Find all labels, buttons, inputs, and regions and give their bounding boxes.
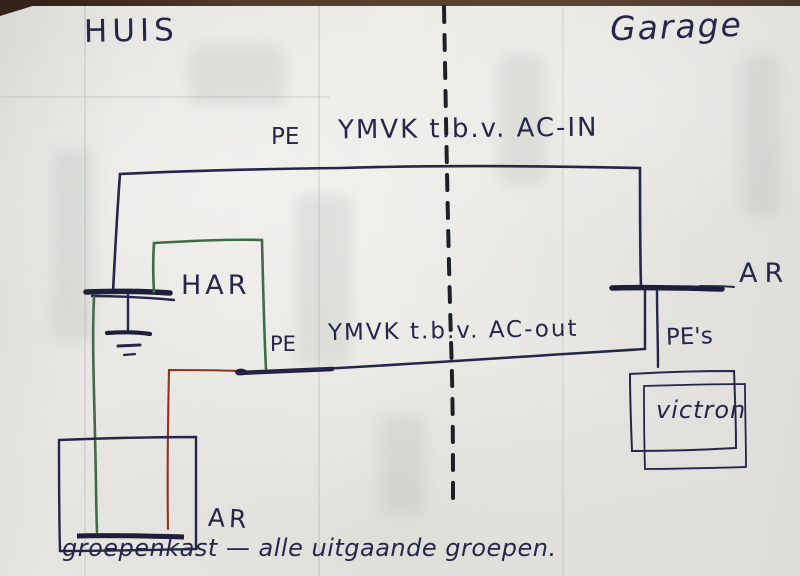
panel-ar-label: AR [207, 502, 252, 535]
showthrough-smudge [380, 415, 425, 515]
garage-pe-drop-wire [655, 289, 660, 369]
table-edge [0, 0, 800, 6]
showthrough-line [318, 0, 320, 576]
red-wire-junction-to-panel [166, 368, 241, 531]
green-pe-wire-har-to-ac-out [151, 238, 268, 371]
victron-label: victron [656, 396, 747, 424]
region-label-house: HUIS [83, 12, 180, 50]
pe-ac-out-wire [235, 289, 647, 376]
ac-out-pe-label: PE [270, 332, 296, 356]
har-busbar-label: HAR [181, 270, 251, 301]
groepenkast-box [57, 435, 198, 553]
showthrough-line [0, 96, 330, 98]
ac-in-cable-label: YMVK t.b.v. AC-IN [337, 112, 599, 146]
showthrough-smudge [742, 55, 780, 215]
showthrough-smudge [296, 195, 351, 365]
victron-box [628, 369, 747, 470]
garage-pe-label: PE's [665, 323, 714, 351]
panel-ar-busbar-bar [76, 533, 185, 540]
region-label-garage: Garage [609, 4, 744, 49]
house-garage-boundary-dashed-line [442, 5, 455, 502]
green-pe-wire-har-to-panel [91, 295, 99, 534]
har-busbar-bar [83, 288, 176, 302]
pe-ac-in-wire [111, 164, 643, 294]
garage-ar-busbar-bar [609, 284, 735, 292]
groepenkast-caption: groepenkast — alle uitgaande groepen. [62, 534, 557, 562]
showthrough-smudge [190, 45, 285, 105]
showthrough-line [84, 0, 86, 576]
ac-in-pe-label: PE [271, 124, 300, 150]
showthrough-smudge [500, 55, 545, 185]
ac-out-cable-label: YMVK t.b.v. AC-out [327, 315, 579, 347]
earth-ground-icon [104, 293, 153, 357]
garage-busbar-label: AR [739, 258, 791, 289]
showthrough-line [562, 0, 564, 576]
showthrough-smudge [52, 150, 94, 340]
